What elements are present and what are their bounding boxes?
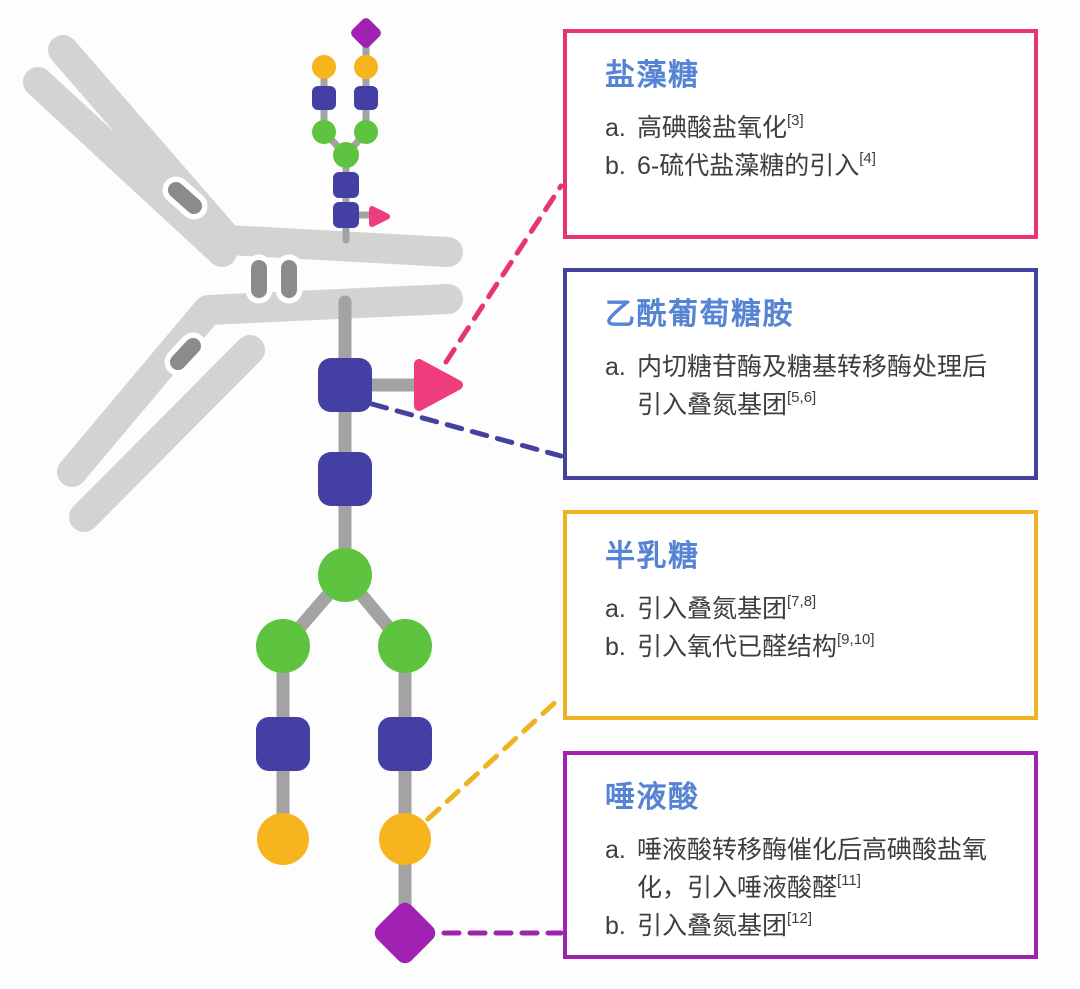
item-text: 引入叠氮基团[7,8] (637, 592, 817, 623)
item-ref: [3] (787, 111, 804, 129)
galactose-circle-icon (354, 55, 378, 79)
disulfide-bond-icon (168, 182, 202, 214)
card-item: b. 6-硫代盐藻糖的引入[4] (605, 147, 1006, 185)
mannose-circle-icon (333, 142, 359, 168)
mannose-circle-icon (312, 120, 336, 144)
item-label: b. (605, 152, 626, 180)
item-label: a. (605, 836, 626, 864)
card-title: 乙酰葡萄糖胺 (605, 298, 794, 331)
fab-arm-lower-inner-bar (57, 284, 463, 487)
card-title: 半乳糖 (605, 540, 700, 573)
item-ref: [5,6] (787, 388, 817, 406)
galactose-circle-icon (312, 55, 336, 79)
sialic-acid-diamond-icon (374, 902, 436, 964)
card-item: b. 引入氧代已醛结构[9,10] (605, 628, 1006, 666)
mannose-circle-icon (354, 120, 378, 144)
item-label: b. (605, 912, 626, 940)
item-ref: [9,10] (837, 630, 875, 648)
item-ref: [4] (859, 149, 876, 167)
card-galactose: 半乳糖 a. 引入叠氮基团[7,8] b. 引入氧代已醛结构[9,10] (563, 510, 1038, 720)
card-glcnac: 乙酰葡萄糖胺 a. 内切糖苷酶及糖基转移酶处理后引入叠氮基团[5,6] (563, 268, 1038, 480)
fucose-triangle-icon (369, 206, 390, 227)
glcnac-square-icon (312, 86, 336, 110)
antibody-structure (23, 35, 463, 532)
card-item: a. 高碘酸盐氧化[3] (605, 109, 1006, 147)
glcnac-square-icon (318, 358, 372, 412)
fucose-triangle-icon (414, 359, 463, 411)
glycan-chain-main (256, 295, 463, 964)
mannose-circle-icon (318, 548, 372, 602)
card-item: a. 唾液酸转移酶催化后高碘酸盐氧化，引入唾液酸醛[11] (605, 831, 1006, 907)
leader-line-fucose (443, 183, 564, 365)
item-ref: [7,8] (787, 592, 817, 610)
item-text: 唾液酸转移酶催化后高碘酸盐氧化，引入唾液酸醛[11] (637, 836, 988, 902)
card-item: a. 引入叠氮基团[7,8] (605, 590, 1006, 628)
fab-arm-upper-inner-bar (23, 67, 237, 267)
item-text: 高碘酸盐氧化[3] (637, 111, 804, 142)
mannose-circle-icon (256, 619, 310, 673)
item-text: 引入氧代已醛结构[9,10] (637, 630, 875, 661)
card-title: 盐藻糖 (605, 59, 700, 92)
glcnac-square-icon (318, 452, 372, 506)
mannose-circle-icon (378, 619, 432, 673)
card-sialic-acid: 唾液酸 a. 唾液酸转移酶催化后高碘酸盐氧化，引入唾液酸醛[11] b. 引入叠… (563, 751, 1038, 959)
item-label: a. (605, 595, 626, 623)
card-fucose: 盐藻糖 a. 高碘酸盐氧化[3] b. 6-硫代盐藻糖的引入[4] (563, 29, 1038, 239)
glycan-chain-small (312, 18, 390, 244)
fab-arm-lower-outer-bar (69, 335, 265, 532)
item-text: 6-硫代盐藻糖的引入[4] (637, 149, 876, 180)
item-ref: [11] (837, 871, 861, 889)
card-item: a. 内切糖苷酶及糖基转移酶处理后引入叠氮基团[5,6] (605, 348, 1006, 424)
item-label: a. (605, 114, 626, 142)
glcnac-square-icon (378, 717, 432, 771)
glcnac-square-icon (333, 202, 359, 228)
leader-line-galactose (425, 694, 564, 822)
item-text: 内切糖苷酶及糖基转移酶处理后引入叠氮基团[5,6] (637, 353, 988, 419)
galactose-circle-icon (379, 813, 431, 865)
card-item: b. 引入叠氮基团[12] (605, 907, 1006, 945)
item-label: a. (605, 353, 626, 381)
item-text: 引入叠氮基团[12] (637, 909, 813, 940)
card-title: 唾液酸 (605, 781, 700, 814)
item-label: b. (605, 633, 626, 661)
item-ref: [12] (787, 909, 813, 927)
glcnac-square-icon (333, 172, 359, 198)
glcnac-square-icon (256, 717, 310, 771)
leader-line-glcnac (369, 401, 564, 459)
sialic-acid-diamond-icon (351, 18, 381, 48)
disulfide-bond-icon (170, 338, 201, 370)
galactose-circle-icon (257, 813, 309, 865)
glcnac-square-icon (354, 86, 378, 110)
